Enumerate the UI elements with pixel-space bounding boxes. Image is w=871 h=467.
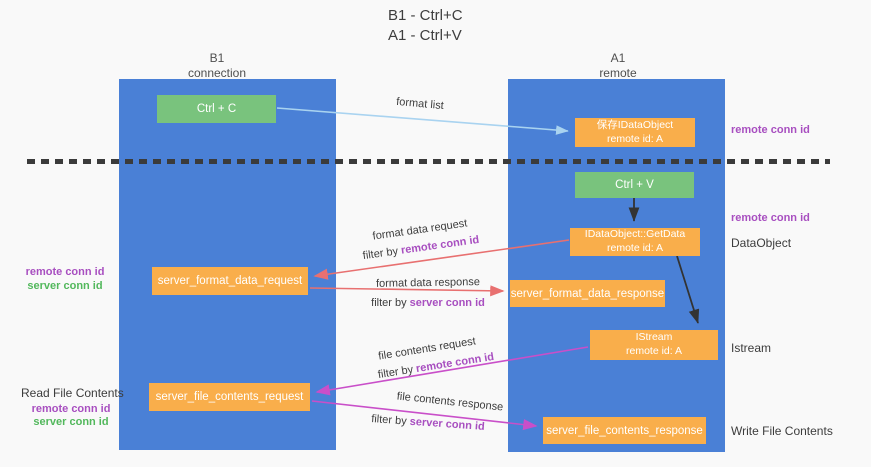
right-label-top-remote-conn-id: remote conn id [731,124,810,136]
lane-header-b1: B1 connection [147,51,287,81]
node-server-format-data-response: server_format_data_response [510,280,665,307]
file-contents-response-text: file contents response [396,390,504,414]
node-server-format-data-response-label: server_format_data_response [510,287,665,300]
node-save-idataobject-line1: 保存IDataObject [596,118,674,131]
dashed-divider-line [27,159,830,164]
format-list-text: format list [395,95,445,113]
node-idataobject-getdata: IDataObject::GetData remote id: A [570,228,700,256]
node-istream-line1: IStream [635,331,673,344]
right-label-dataobject: DataObject [731,236,792,250]
node-istream-line2: remote id: A [625,345,683,357]
edge-label-file-response-filter: filter by server conn id [371,413,485,433]
node-server-file-contents-response: server_file_contents_response [543,417,706,444]
edge-label-format-data-response: format data response [376,276,480,290]
lane-b1-name: B1 [209,51,225,65]
filter-by-text: filter by [370,413,411,428]
title-line-1: B1 - Ctrl+C [388,7,463,24]
lane-a1-subtitle: remote [599,66,637,80]
node-ctrl-v-label: Ctrl + V [615,179,654,191]
edge-label-file-contents-response: file contents response [396,390,504,413]
node-ctrl-c: Ctrl + C [157,95,276,123]
format-data-response-text: format data response [375,276,481,290]
node-ctrl-v: Ctrl + V [575,172,694,198]
edge-label-format-list: format list [396,96,445,112]
node-ctrl-c-label: Ctrl + C [196,103,237,115]
filter-by-text: filter by [377,363,418,382]
left-label-read-file-contents: Read File Contents [21,386,124,400]
node-idataobject-getdata-line2: remote id: A [606,242,664,254]
filter-by-text: filter by [362,244,402,263]
left-label-format-server-conn-id: server conn id [27,280,103,292]
left-label-format-remote-conn-id: remote conn id [25,266,105,278]
node-server-format-data-request-label: server_format_data_request [157,275,303,287]
left-label-file-server-conn-id: server conn id [33,416,109,428]
right-label-istream: Istream [731,341,772,355]
lane-a1-name: A1 [610,51,626,65]
right-label-ctrlv-remote-conn-id: remote conn id [731,212,810,224]
left-label-file-remote-conn-id: remote conn id [31,403,111,415]
node-save-idataobject-line2: remote id: A [606,132,664,145]
node-server-file-contents-response-label: server_file_contents_response [546,424,703,437]
node-server-file-contents-request-label: server_file_contents_request [155,391,304,403]
title-line-2: A1 - Ctrl+V [388,27,462,45]
edge-label-format-response-filter: filter by server conn id [371,297,485,309]
node-server-file-contents-request: server_file_contents_request [149,383,310,411]
server-conn-id-text: server conn id [409,297,485,309]
lane-b1-subtitle: connection [187,66,247,80]
diagram-title: B1 - Ctrl+C A1 - Ctrl+V [388,6,463,47]
remote-conn-id-text: remote conn id [400,233,480,257]
node-save-idataobject: 保存IDataObject remote id: A [575,118,695,147]
server-conn-id-text: server conn id [409,415,486,433]
right-label-write-file-contents: Write File Contents [731,424,833,438]
lane-header-a1: A1 remote [548,51,688,81]
node-server-format-data-request: server_format_data_request [152,267,308,295]
node-istream: IStream remote id: A [590,330,718,360]
filter-by-text: filter by [371,297,410,309]
node-idataobject-getdata-line1: IDataObject::GetData [584,228,686,241]
